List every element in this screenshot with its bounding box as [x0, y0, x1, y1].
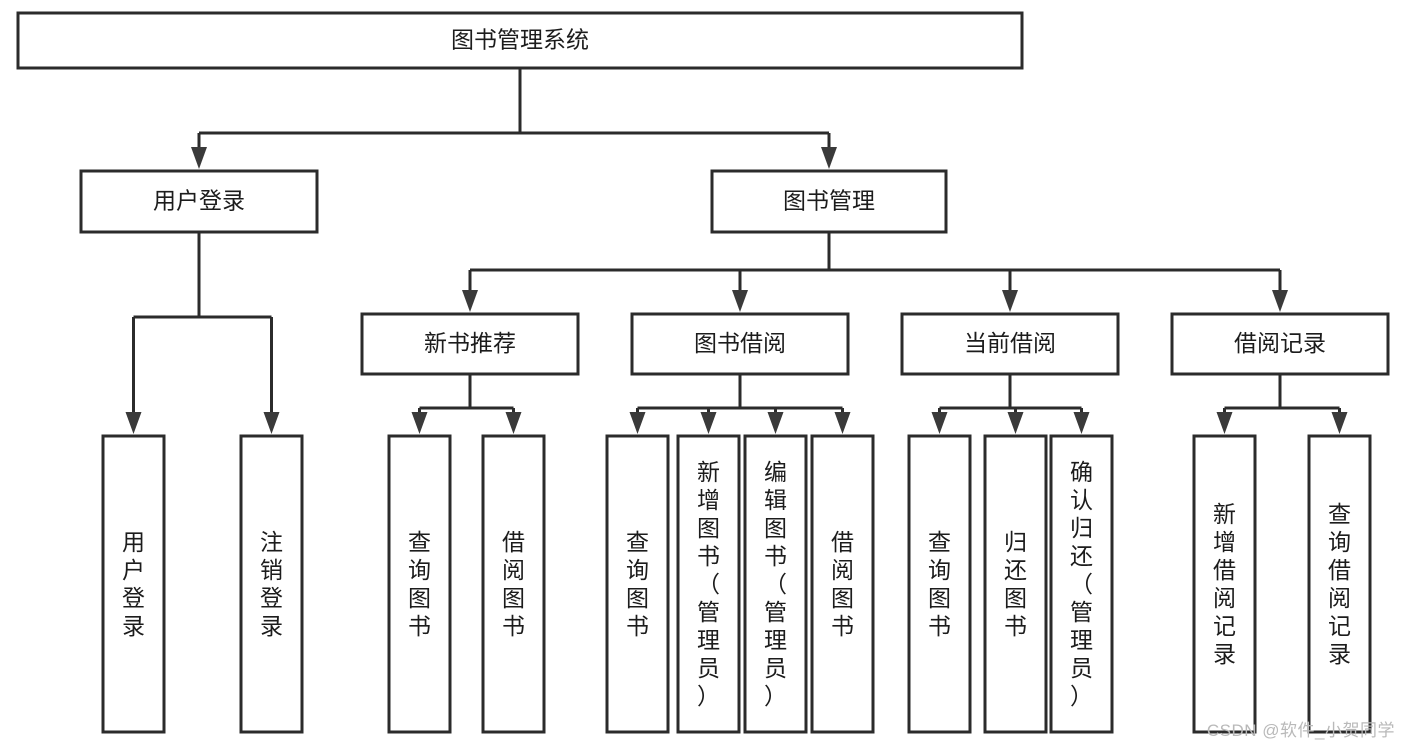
- node-box: [907, 434, 972, 734]
- connector-layer: [125, 68, 1348, 434]
- arrow-head-icon-leaf-query-book-current: [931, 412, 948, 434]
- node-box: [1170, 312, 1390, 376]
- node-leaf-edit-book-admin[interactable]: 编辑图书（管理员）: [743, 434, 808, 734]
- arrow-head-icon-current-borrow: [1002, 290, 1018, 312]
- node-label: 当前借阅: [964, 330, 1056, 356]
- arrow-head-icon-book-borrow: [732, 290, 748, 312]
- node-leaf-borrow-book-recommend[interactable]: 借阅图书: [481, 434, 546, 734]
- node-leaf-query-book-recommend[interactable]: 查询图书: [387, 434, 452, 734]
- node-label: 借阅图书: [831, 529, 854, 639]
- node-box: [79, 169, 319, 234]
- node-label: 查询借阅记录: [1328, 501, 1351, 667]
- node-root[interactable]: 图书管理系统: [16, 11, 1024, 70]
- node-box: [810, 434, 875, 734]
- arrow-head-icon-leaf-user-login: [125, 412, 142, 434]
- node-label: 图书借阅: [694, 330, 786, 356]
- node-label: 新增借阅记录: [1213, 501, 1236, 667]
- node-label: 确认归还（管理员）: [1070, 459, 1093, 709]
- node-box: [101, 434, 166, 734]
- arrow-head-icon-borrow-record: [1272, 290, 1288, 312]
- node-box: [387, 434, 452, 734]
- arrow-head-icon-leaf-borrow-book-recommend: [505, 412, 522, 434]
- node-label: 编辑图书（管理员）: [764, 459, 787, 709]
- node-box: [481, 434, 546, 734]
- node-label: 用户登录: [153, 188, 245, 214]
- arrow-head-icon-leaf-query-book-recommend: [411, 412, 428, 434]
- node-label: 用户登录: [122, 529, 145, 639]
- node-box: [676, 434, 741, 734]
- node-label: 查询图书: [408, 529, 431, 639]
- node-leaf-query-borrow-record[interactable]: 查询借阅记录: [1307, 434, 1372, 734]
- node-box: [743, 434, 808, 734]
- node-label: 新书推荐: [424, 330, 516, 356]
- arrow-head-icon-leaf-return-book: [1007, 412, 1024, 434]
- node-borrow-record[interactable]: 借阅记录: [1170, 312, 1390, 376]
- node-label: 查询图书: [928, 529, 951, 639]
- node-box: [1192, 434, 1257, 734]
- node-leaf-add-book-admin[interactable]: 新增图书（管理员）: [676, 434, 741, 734]
- node-new-book-recommend[interactable]: 新书推荐: [360, 312, 580, 376]
- arrow-head-icon-new-book-recommend: [462, 290, 478, 312]
- arrow-head-icon-book-management: [821, 147, 837, 169]
- node-box: [983, 434, 1048, 734]
- node-box: [1307, 434, 1372, 734]
- node-label: 查询图书: [626, 529, 649, 639]
- node-box: [710, 169, 948, 234]
- node-label: 借阅记录: [1234, 330, 1326, 356]
- node-label: 图书管理: [783, 188, 875, 214]
- node-label: 注销登录: [260, 529, 283, 639]
- node-box: [630, 312, 850, 376]
- node-label: 图书管理系统: [451, 27, 589, 53]
- node-label: 新增图书（管理员）: [697, 459, 720, 709]
- node-user-login[interactable]: 用户登录: [79, 169, 319, 234]
- node-box: [605, 434, 670, 734]
- node-leaf-user-login[interactable]: 用户登录: [101, 434, 166, 734]
- node-box: [900, 312, 1120, 376]
- node-box: [239, 434, 304, 734]
- node-leaf-borrow-book[interactable]: 借阅图书: [810, 434, 875, 734]
- node-leaf-query-book-borrow[interactable]: 查询图书: [605, 434, 670, 734]
- node-label: 归还图书: [1004, 529, 1027, 639]
- arrow-head-icon-leaf-query-book-borrow: [629, 412, 646, 434]
- node-box: [1049, 434, 1114, 734]
- arrow-head-icon-user-login: [191, 147, 207, 169]
- node-current-borrow[interactable]: 当前借阅: [900, 312, 1120, 376]
- arrow-head-icon-leaf-confirm-return-admin: [1073, 412, 1090, 434]
- arrow-head-icon-leaf-add-book-admin: [700, 412, 717, 434]
- arrow-head-icon-leaf-add-borrow-record: [1216, 412, 1233, 434]
- arrow-head-icon-leaf-borrow-book: [834, 412, 851, 434]
- node-label: 借阅图书: [502, 529, 525, 639]
- node-box: [16, 11, 1024, 70]
- node-leaf-confirm-return-admin[interactable]: 确认归还（管理员）: [1049, 434, 1114, 734]
- node-layer: 图书管理系统用户登录图书管理新书推荐图书借阅当前借阅借阅记录用户登录注销登录查询…: [16, 11, 1390, 734]
- node-book-borrow[interactable]: 图书借阅: [630, 312, 850, 376]
- node-leaf-logout-login[interactable]: 注销登录: [239, 434, 304, 734]
- arrow-head-icon-leaf-logout-login: [263, 412, 280, 434]
- node-book-management[interactable]: 图书管理: [710, 169, 948, 234]
- node-leaf-add-borrow-record[interactable]: 新增借阅记录: [1192, 434, 1257, 734]
- node-leaf-query-book-current[interactable]: 查询图书: [907, 434, 972, 734]
- node-box: [360, 312, 580, 376]
- arrow-head-icon-leaf-edit-book-admin: [767, 412, 784, 434]
- arrow-head-icon-leaf-query-borrow-record: [1331, 412, 1348, 434]
- node-leaf-return-book[interactable]: 归还图书: [983, 434, 1048, 734]
